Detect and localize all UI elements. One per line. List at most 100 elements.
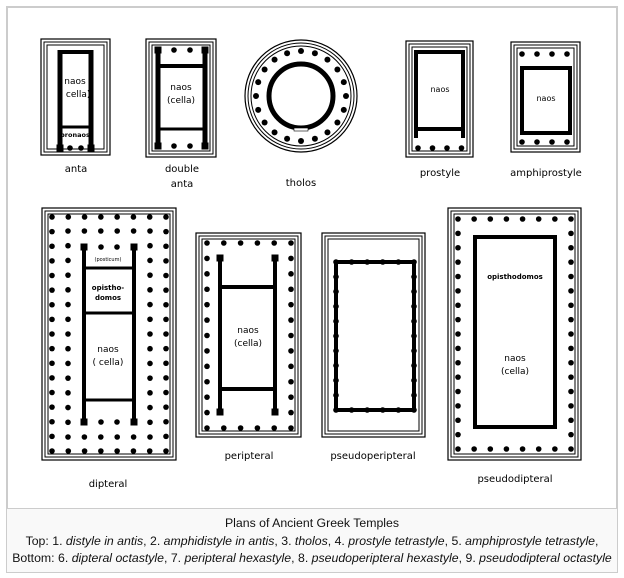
cella-label: (cella) [167,96,195,106]
column [411,392,417,399]
caption-title: Plans of Ancient Greek Temples [224,516,400,530]
temple-plans-diagram: naos ( cella) pronaos anta naos (cella) … [40,38,582,490]
column [81,214,88,220]
column [171,47,177,53]
anta-pier [201,46,209,54]
column [288,332,294,339]
column [519,51,525,57]
column [49,272,55,279]
plan-label: anta [65,164,88,175]
column [147,228,153,234]
stylobate-inner-line [201,238,296,432]
column [455,446,461,452]
stylobate-middle-line [43,41,108,153]
column [568,431,574,438]
column [429,145,436,151]
column [455,431,461,438]
column [284,50,291,57]
cella-wall [334,260,416,412]
column [333,407,339,413]
column [147,242,153,249]
column [130,434,137,440]
column [549,139,555,145]
anta-pier [216,254,224,262]
column [163,258,169,264]
column [204,271,210,277]
column [284,135,291,142]
column [49,243,55,250]
temple-type-name: pseudodipteral octastyle [479,551,612,565]
stylobate-middle-line [198,235,299,435]
column [147,316,153,323]
column [333,392,339,399]
column [411,348,417,354]
plan-label: dipteral [89,479,128,490]
stylobate-middle-line [513,44,578,150]
naos-label: naos [430,85,449,94]
column [163,418,169,425]
naos-label: naos [536,94,555,103]
column [411,274,417,280]
column [271,56,278,63]
caption-bottom-line: Bottom: 6. dipteral octastyle, 7. peript… [0,551,624,565]
caption-text: , 2. [143,534,164,548]
naos-label: naos [64,77,86,87]
column [568,388,574,395]
column [552,446,558,452]
column [395,259,402,265]
column [254,425,261,431]
column [163,389,169,396]
anta-pier [154,46,162,54]
column [163,448,169,454]
column [455,345,461,352]
column [65,404,71,411]
column [98,419,104,425]
column [333,259,339,265]
column [552,216,558,222]
column [568,331,574,337]
column [288,240,294,246]
column [455,417,461,424]
stylobate-outer-line [195,232,302,438]
column [503,216,510,222]
stylobate-middle-line [450,210,579,458]
column [568,345,574,352]
plan-pseudoperipteral: pseudoperipteral [321,232,426,462]
column [163,331,169,337]
column [455,288,461,294]
column [411,288,417,295]
column [288,363,294,370]
column [411,318,417,325]
column [333,333,339,339]
column [163,243,169,250]
column [204,425,210,431]
column [271,425,278,431]
column [49,301,55,308]
cella-wall [414,50,465,131]
column [568,417,574,424]
anta-pier [80,243,88,251]
column [444,145,450,151]
column [333,303,339,310]
column [411,303,417,310]
column [568,302,574,309]
column [288,271,294,277]
caption-text: 6. [58,551,72,565]
column [333,348,339,354]
column [568,259,574,265]
column [163,316,169,323]
column [568,446,574,452]
anta-pier [87,144,95,152]
column [455,331,461,337]
column [65,345,71,352]
column [311,135,318,142]
column [163,433,169,440]
column [333,362,339,369]
column [411,377,417,384]
column [163,214,169,220]
column [98,244,104,250]
column [65,228,71,234]
column [49,228,55,235]
anta-pier [130,243,138,251]
column [568,216,574,222]
